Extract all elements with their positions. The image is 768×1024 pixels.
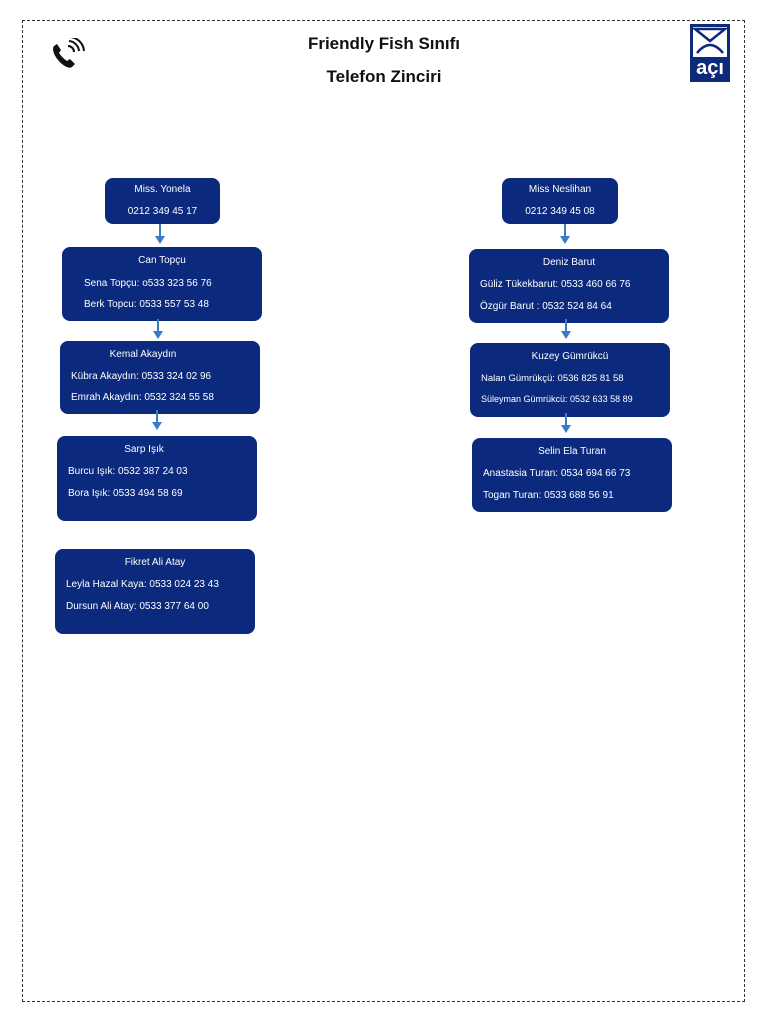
node-line: 0212 349 45 17 xyxy=(127,206,198,217)
node-name: Sarp Işık xyxy=(124,444,164,455)
left-node-1: Can Topçu Sena Topçu: o533 323 56 76 Ber… xyxy=(62,247,262,321)
node-line: Bora Işık: 0533 494 58 69 xyxy=(68,488,183,499)
left-node-3: Sarp Işık Burcu Işık: 0532 387 24 03 Bor… xyxy=(57,436,257,521)
node-line: Anastasia Turan: 0534 694 66 73 xyxy=(483,468,631,479)
node-name: Kuzey Gümrükcü xyxy=(531,351,609,362)
node-line: Emrah Akaydın: 0532 324 55 58 xyxy=(71,392,214,403)
node-name: Miss Neslihan xyxy=(528,184,592,195)
node-line: Dursun Ali Atay: 0533 377 64 00 xyxy=(66,601,209,612)
node-line: Süleyman Gümrükcü: 0532 633 58 89 xyxy=(481,394,633,404)
left-node-2: Kemal Akaydın Kübra Akaydın: 0533 324 02… xyxy=(60,341,260,414)
node-name: Fikret Ali Atay xyxy=(124,557,186,568)
logo-mark-icon xyxy=(693,27,727,57)
arrow-down-icon xyxy=(155,224,165,244)
node-name: Deniz Barut xyxy=(542,257,596,268)
arrow-down-icon xyxy=(561,319,571,339)
title-line-2: Telefon Zinciri xyxy=(326,67,442,86)
right-node-3: Selin Ela Turan Anastasia Turan: 0534 69… xyxy=(472,438,672,512)
node-line: Özgür Barut : 0532 524 84 64 xyxy=(480,301,612,312)
left-node-0: Miss. Yonela 0212 349 45 17 xyxy=(105,178,220,224)
node-line: Nalan Gümrükçü: 0536 825 81 58 xyxy=(481,373,624,384)
logo-text: açı xyxy=(696,57,724,79)
arrow-down-icon xyxy=(153,319,163,339)
node-name: Miss. Yonela xyxy=(134,184,191,195)
right-node-1: Deniz Barut Güliz Tükekbarut: 0533 460 6… xyxy=(469,249,669,323)
node-line: Kübra Akaydın: 0533 324 02 96 xyxy=(71,371,212,382)
arrow-down-icon xyxy=(152,410,162,430)
node-line: Sena Topçu: o533 323 56 76 xyxy=(84,278,212,289)
title-line-1: Friendly Fish Sınıfı xyxy=(307,34,461,53)
node-name: Selin Ela Turan xyxy=(538,446,606,457)
node-line: Güliz Tükekbarut: 0533 460 66 76 xyxy=(480,279,631,290)
logo: açı xyxy=(690,24,730,82)
node-line: Burcu Işık: 0532 387 24 03 xyxy=(68,466,188,477)
node-name: Can Topçu xyxy=(138,255,186,266)
node-line: Togan Turan: 0533 688 56 91 xyxy=(483,490,614,501)
node-line: Berk Topcu: 0533 557 53 48 xyxy=(84,299,209,310)
arrow-down-icon xyxy=(560,224,570,244)
arrow-down-icon xyxy=(561,413,571,433)
phone-ringing-icon xyxy=(53,38,85,68)
right-node-0: Miss Neslihan 0212 349 45 08 xyxy=(502,178,618,224)
node-line: Leyla Hazal Kaya: 0533 024 23 43 xyxy=(66,579,219,590)
node-name: Kemal Akaydın xyxy=(109,349,177,360)
right-node-2: Kuzey Gümrükcü Nalan Gümrükçü: 0536 825 … xyxy=(470,343,670,417)
left-node-4: Fikret Ali Atay Leyla Hazal Kaya: 0533 0… xyxy=(55,549,255,634)
node-line: 0212 349 45 08 xyxy=(525,206,595,217)
page-border xyxy=(22,20,745,1002)
